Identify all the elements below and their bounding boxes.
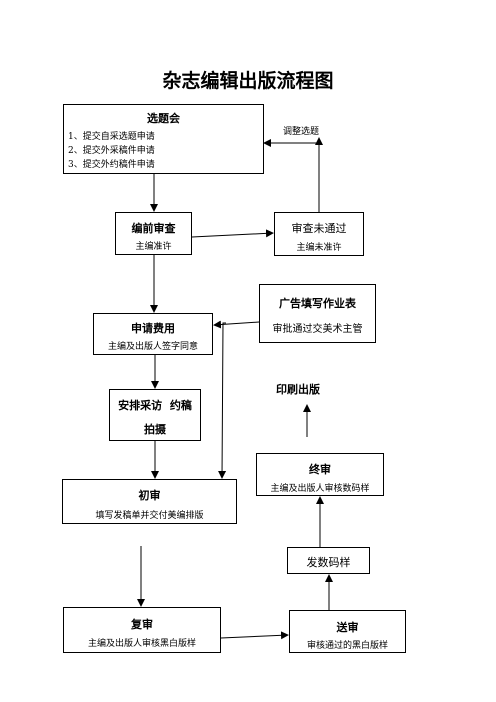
second-review-box: 复审 主编及出版人审核黑白版样 bbox=[63, 607, 221, 653]
pre-edit-review-box: 编前审查 主编准许 bbox=[115, 212, 192, 255]
first-review-sub: 填写发稿单并交付美编排版 bbox=[95, 511, 204, 521]
arrow-preedit-to-failed bbox=[191, 229, 274, 238]
arrange-interview-box: 安排采访 约稿 拍摄 bbox=[109, 389, 201, 441]
review-failed-box: 审查未通过 主编未准许 bbox=[274, 212, 364, 256]
arrange-interview-line2: 拍摄 bbox=[144, 423, 166, 436]
final-review-box: 终审 主编及出版人审核数码样 bbox=[256, 453, 384, 496]
apply-expense-box: 申请费用 主编及出版人签字同意 bbox=[93, 313, 213, 355]
arrange-interview-line1: 安排采访 约稿 bbox=[118, 399, 192, 412]
second-review-title: 复审 bbox=[131, 618, 153, 631]
arrow-ad-to-first bbox=[218, 322, 227, 479]
topic-meeting-line-3: 3、提交外约稿件申请 bbox=[68, 160, 155, 170]
adjust-topic-label: 调整选题 bbox=[283, 127, 320, 137]
submit-review-title: 送审 bbox=[336, 621, 359, 634]
ad-form-box: 广告填写作业表 审批通过交美术主管 bbox=[259, 284, 376, 343]
topic-meeting-title: 选题会 bbox=[147, 112, 180, 125]
first-review-box: 初审 填写发稿单并交付美编排版 bbox=[62, 479, 237, 524]
pre-edit-review-sub: 主编准许 bbox=[135, 242, 172, 252]
apply-expense-title: 申请费用 bbox=[131, 322, 175, 335]
submit-review-box: 送审 审核通过的黑白版样 bbox=[289, 610, 406, 653]
topic-meeting-line-1: 1、提交自采选题申请 bbox=[68, 132, 155, 142]
second-review-sub: 主编及出版人审核黑白版样 bbox=[87, 639, 196, 649]
submit-review-sub: 审核通过的黑白版样 bbox=[306, 641, 388, 651]
pre-edit-review-title: 编前审查 bbox=[131, 222, 176, 235]
review-failed-sub: 主编未准许 bbox=[296, 243, 342, 253]
page-title: 杂志编辑出版流程图 bbox=[162, 70, 334, 92]
ad-form-sub: 审批通过交美术主管 bbox=[272, 324, 363, 335]
ad-form-title: 广告填写作业表 bbox=[279, 297, 356, 310]
send-digital-proof-box: 发数码样 bbox=[287, 547, 370, 574]
review-failed-title: 审查未通过 bbox=[291, 222, 347, 235]
topic-meeting-line-2: 2、提交外采稿件申请 bbox=[68, 146, 155, 156]
final-review-sub: 主编及出版人审核数码样 bbox=[270, 484, 370, 494]
first-review-title: 初审 bbox=[138, 489, 161, 502]
print-publish-label: 印刷出版 bbox=[276, 383, 320, 396]
send-digital-proof-label: 发数码样 bbox=[306, 556, 351, 569]
arrow-ad-to-expense bbox=[213, 320, 260, 329]
arrow-second-to-submit bbox=[220, 631, 289, 640]
apply-expense-sub: 主编及出版人签字同意 bbox=[107, 342, 198, 352]
final-review-title: 终审 bbox=[309, 463, 331, 476]
